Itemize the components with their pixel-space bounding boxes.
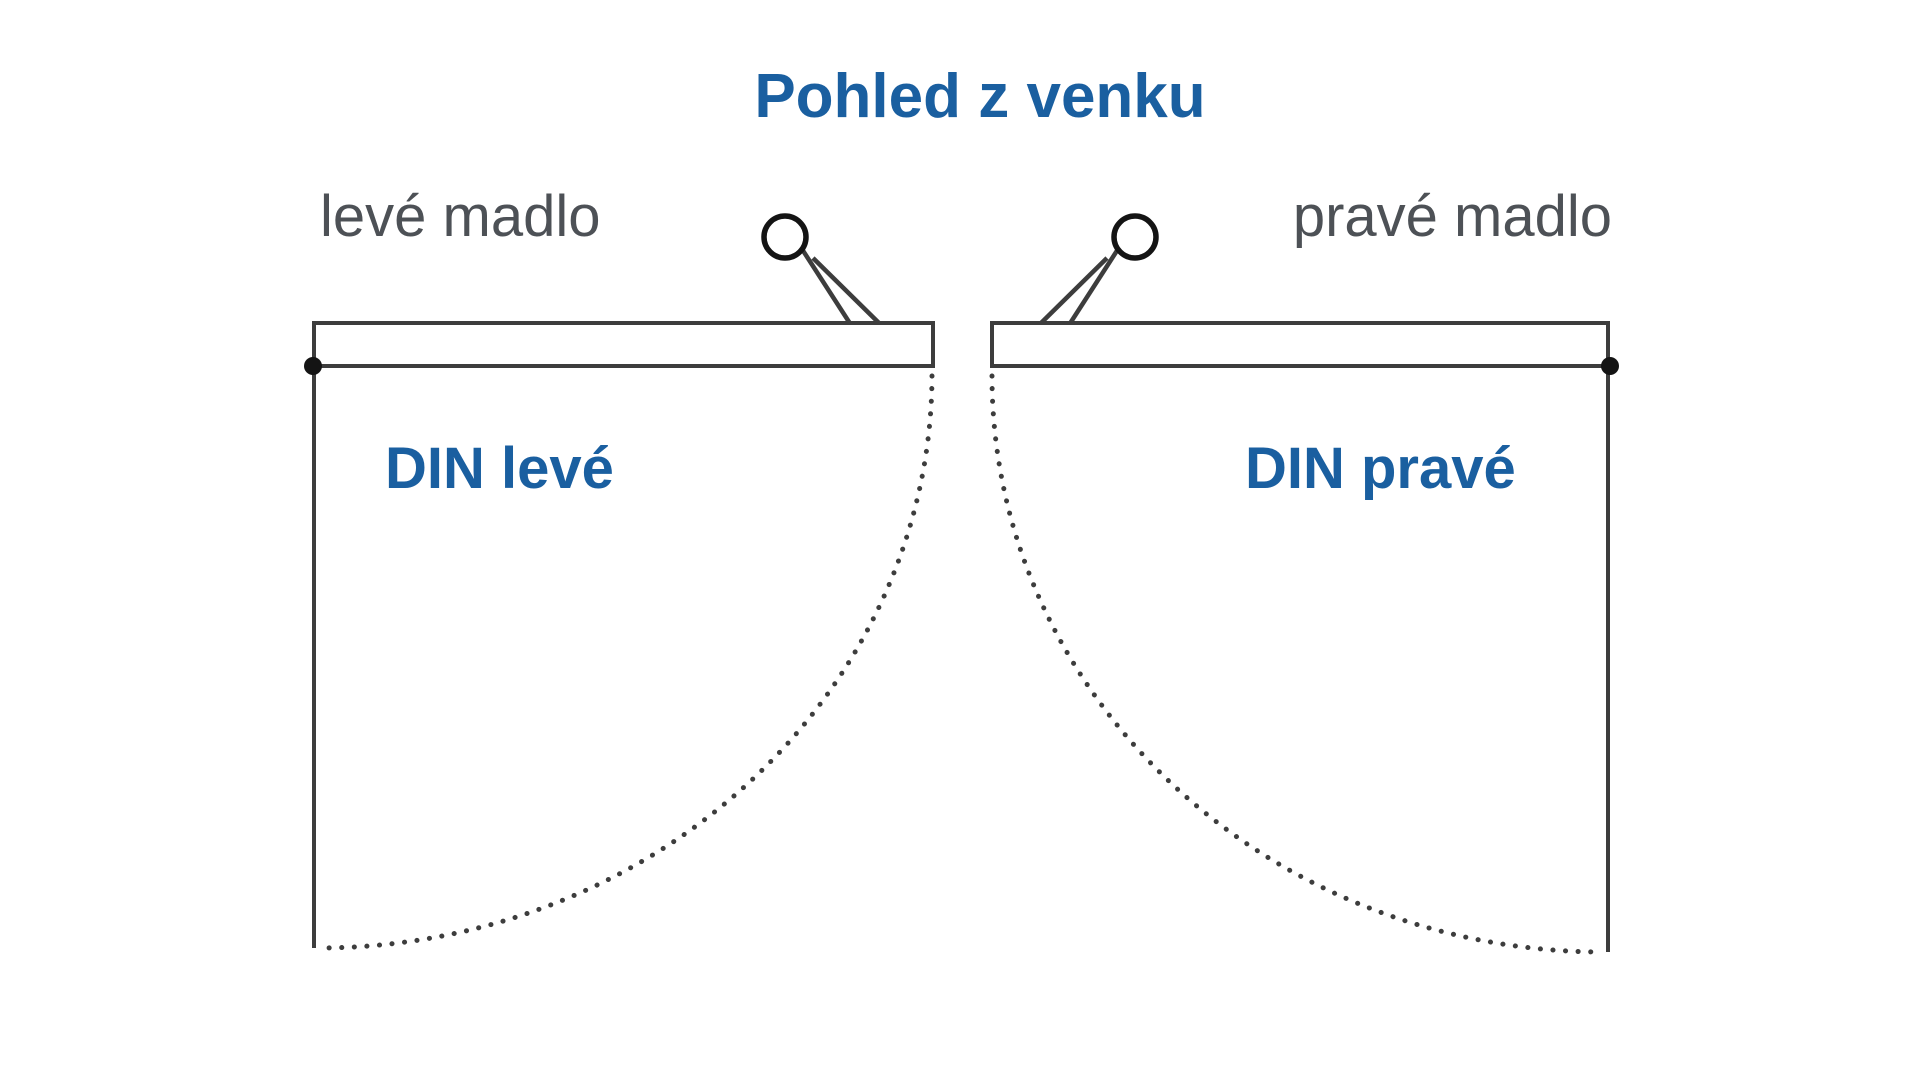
label-din-right: DIN pravé bbox=[1245, 436, 1516, 501]
right-door-handle-shaft-icon bbox=[1067, 244, 1122, 327]
right-door-handle-knob-icon bbox=[1111, 213, 1159, 261]
left-door-leaf bbox=[312, 321, 935, 368]
left-door-handle-knob-icon bbox=[761, 213, 809, 261]
right-door-swing-arc bbox=[989, 373, 1603, 955]
left-door-hinge-dot-icon bbox=[304, 357, 322, 375]
label-din-left: DIN levé bbox=[385, 436, 614, 501]
label-left-handle: levé madlo bbox=[320, 184, 601, 249]
left-door-handle-shaft-icon bbox=[811, 256, 883, 327]
right-door-group bbox=[989, 213, 1619, 955]
label-right-handle: pravé madlo bbox=[1292, 184, 1612, 249]
left-door-group bbox=[304, 213, 935, 951]
right-door-leaf bbox=[990, 321, 1610, 368]
left-door-swing-arc bbox=[319, 373, 935, 951]
diagram-title: Pohled z venku bbox=[754, 62, 1206, 131]
left-door-handle-shaft-icon bbox=[798, 244, 853, 327]
right-door-handle-shaft-icon bbox=[1037, 256, 1109, 327]
right-door-hinge-dot-icon bbox=[1601, 357, 1619, 375]
